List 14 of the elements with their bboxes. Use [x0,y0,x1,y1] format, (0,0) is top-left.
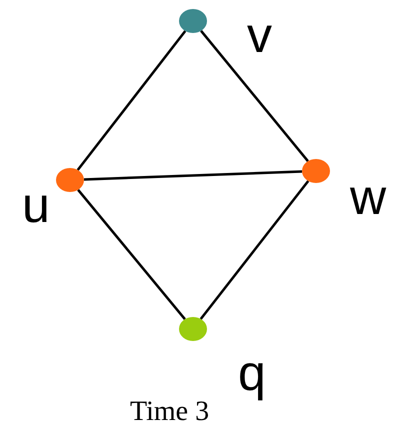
circle-node [56,168,84,192]
edge-line [200,180,310,320]
edge-line [76,30,186,171]
edge-line [200,30,309,162]
caption: Time 3 [130,398,210,426]
vertex-label: w [350,172,386,222]
vertex-label: u [22,180,50,230]
circle-node [179,317,207,341]
vertex-label: v [247,10,272,60]
circle-node [179,9,207,33]
edge-line [77,189,186,320]
edge-line [84,170,302,181]
vertex-label: q [238,348,266,398]
circle-node [302,159,330,183]
